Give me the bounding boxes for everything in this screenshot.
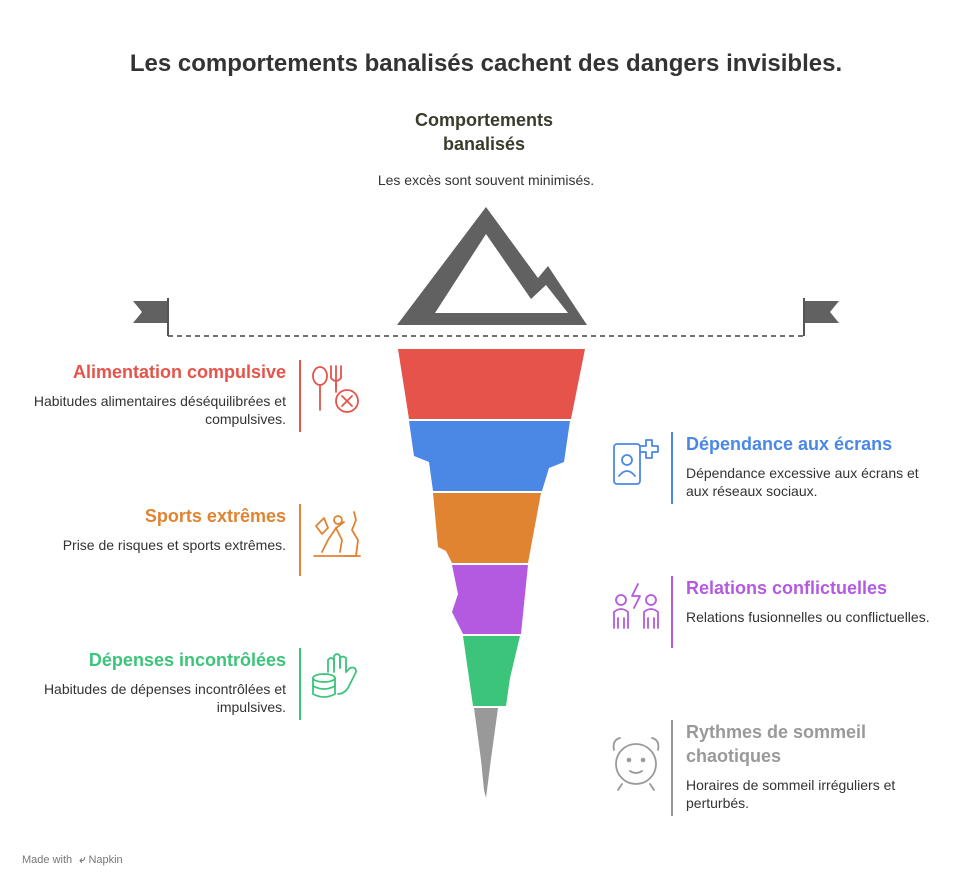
- iceberg-segment-blue: [409, 421, 570, 491]
- infographic-title: Les comportements banalisés cachent des …: [129, 50, 843, 77]
- footer-made-with: Made with: [22, 854, 73, 866]
- two-people-lightning-icon: [613, 583, 659, 629]
- item-title: Dépenses incontrôlées: [88, 650, 286, 670]
- napkin-logo-icon: ⤶: [79, 854, 86, 866]
- item-relations: Relations conflictuelles Relations fusio…: [686, 576, 936, 626]
- item-title: Dépendance aux écrans: [686, 434, 893, 454]
- top-heading: Comportements banalisés: [414, 110, 553, 154]
- item-title: Alimentation compulsive: [72, 362, 286, 382]
- iceberg-segment-orange: [433, 493, 541, 563]
- top-description: Les excès sont souvent minimisés.: [377, 172, 595, 188]
- item-sports: Sports extrêmes Prise de risques et spor…: [20, 504, 286, 554]
- coins-hand-icon: [312, 653, 357, 698]
- alarm-clock-face-icon: [612, 737, 660, 791]
- iceberg-segment-red: [398, 349, 585, 419]
- item-ecrans: Dépendance aux écrans Dépendance excessi…: [686, 432, 936, 500]
- item-description: Dépendance excessive aux écrans et aux r…: [686, 465, 919, 499]
- climber-icon: [313, 511, 361, 557]
- right-flag-icon: [803, 298, 839, 336]
- item-title: Rythmes de sommeil chaotiques: [686, 722, 867, 766]
- item-description: Habitudes alimentaires déséquilibrées et…: [33, 393, 286, 427]
- footer-brand: Napkin: [88, 854, 123, 866]
- item-description: Prise de risques et sports extrêmes.: [62, 537, 286, 553]
- phone-profile-plus-icon: [613, 439, 659, 485]
- mountain-icon: [397, 207, 587, 325]
- item-alimentation: Alimentation compulsive Habitudes alimen…: [20, 360, 286, 428]
- fork-knife-cross-icon: [312, 365, 359, 413]
- item-title: Relations conflictuelles: [686, 578, 888, 598]
- iceberg-segment-purple: [452, 565, 528, 634]
- iceberg-segment-green: [463, 636, 520, 706]
- item-title: Sports extrêmes: [144, 506, 286, 526]
- item-description: Relations fusionnelles ou conflictuelles…: [686, 609, 930, 625]
- item-description: Horaires de sommeil irréguliers et pertu…: [686, 777, 896, 811]
- iceberg-segment-gray: [474, 708, 498, 798]
- item-description: Habitudes de dépenses incontrôlées et im…: [43, 681, 286, 715]
- left-flag-icon: [133, 298, 169, 336]
- item-sommeil: Rythmes de sommeil chaotiques Horaires d…: [686, 720, 895, 812]
- footer: Made with ⤶ Napkin: [22, 854, 123, 867]
- item-depenses: Dépenses incontrôlées Habitudes de dépen…: [20, 648, 286, 716]
